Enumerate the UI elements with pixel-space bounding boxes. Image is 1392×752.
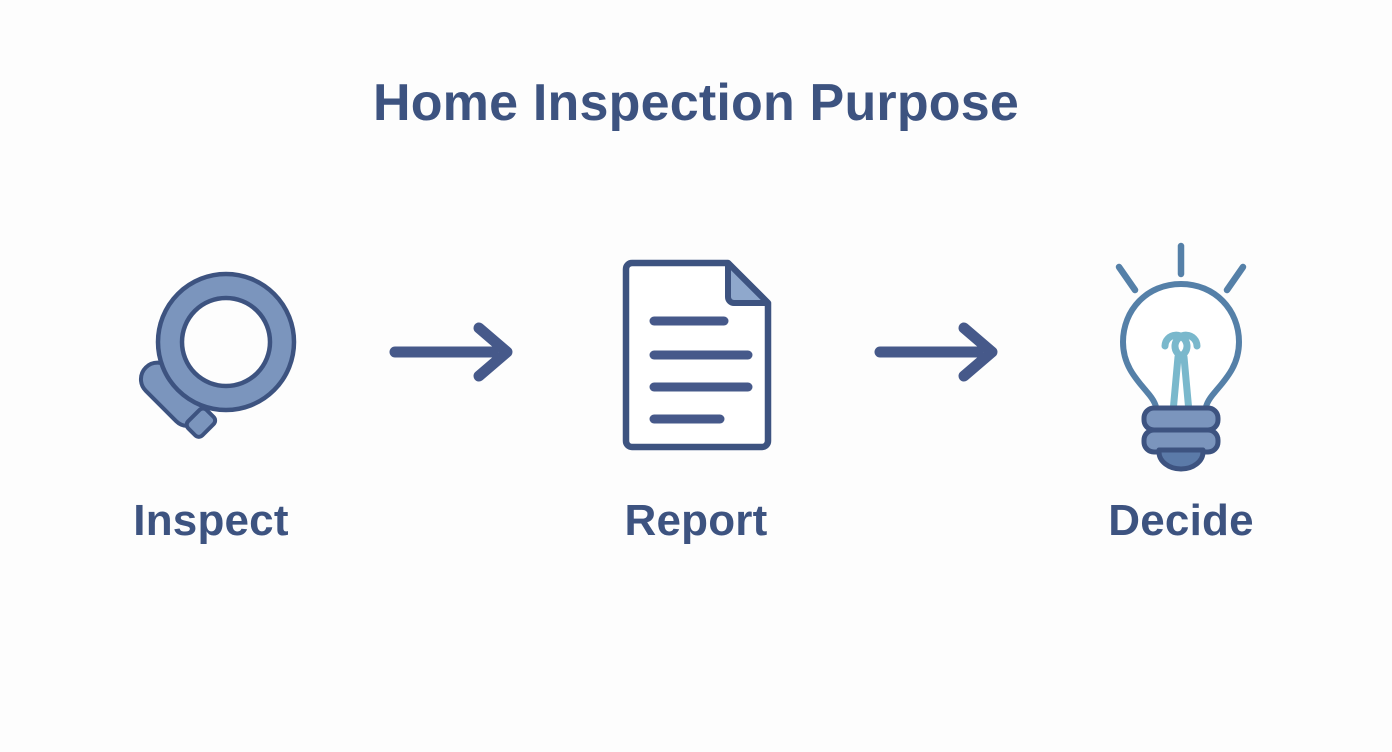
step-inspect-icon-cell: [96, 232, 326, 472]
connector-2-cell: [864, 232, 1014, 472]
arrow-right-icon: [389, 322, 519, 382]
step-label-inspect: Inspect: [133, 496, 289, 545]
process-labels: Inspect Report Decide: [96, 486, 1296, 556]
document-icon: [596, 247, 796, 457]
magnifying-glass-icon: [111, 252, 311, 452]
process-flow: [96, 232, 1296, 472]
arrow-right-icon: [874, 322, 1004, 382]
step-label-decide: Decide: [1108, 496, 1254, 545]
step-decide-icon-cell: [1066, 232, 1296, 472]
connector-1-cell: [379, 232, 529, 472]
page-title: Home Inspection Purpose: [372, 74, 1020, 132]
lightbulb-icon: [1086, 240, 1276, 471]
step-label-report: Report: [624, 496, 768, 545]
step-report-icon-cell: [581, 232, 811, 472]
